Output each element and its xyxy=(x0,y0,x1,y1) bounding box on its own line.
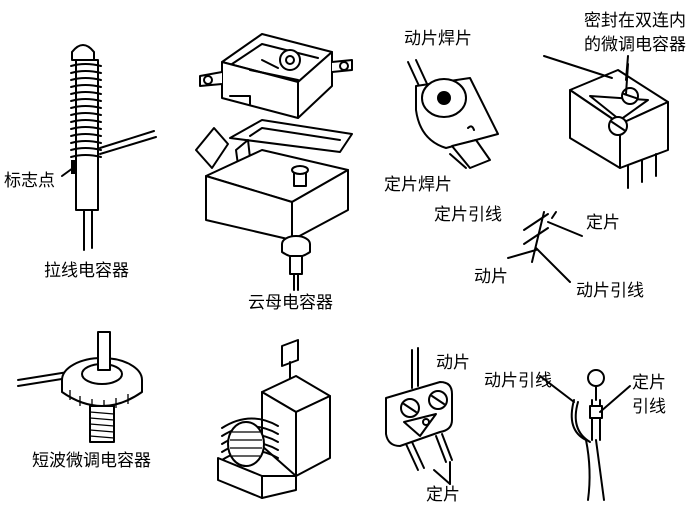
pull-wire-capacitor-drawing xyxy=(61,44,157,251)
sealed-trimmer-drawing xyxy=(569,63,669,189)
label-moving-plate-mid: 动片 xyxy=(474,267,508,287)
label-shortwave-trimmer: 短波微调电容器 xyxy=(32,451,151,471)
label-moving-plate-lead-bottom: 动片引线 xyxy=(484,371,552,391)
label-pull-wire-capacitor: 拉线电容器 xyxy=(44,261,129,281)
label-fixed-plate-lead-top: 定片引线 xyxy=(434,205,502,225)
solder-tab-trimmer-drawing xyxy=(407,59,499,169)
leader-lines xyxy=(433,55,631,485)
shortwave-trimmer-drawing xyxy=(17,331,143,443)
label-fixed-plate-lead-bottom-line2: 引线 xyxy=(632,397,666,417)
ceramic-trimmer-drawing xyxy=(385,347,453,471)
label-moving-plate-lead-mid: 动片引线 xyxy=(576,281,644,301)
label-sealed-trimmer-line2: 的微调电容器 xyxy=(584,35,686,55)
label-mica-capacitor: 云母电容器 xyxy=(248,293,333,313)
twisted-wire-trimmer-drawing xyxy=(570,369,605,501)
label-mark-point: 标志点 xyxy=(4,171,55,191)
small-trimmer-drawing xyxy=(199,33,353,119)
label-fixed-plate-solder: 定片焊片 xyxy=(384,175,452,195)
label-fixed-plate-lead-bottom-line1: 定片 xyxy=(632,373,666,393)
variable-capacitor-symbol xyxy=(507,211,583,283)
air-trimmer-drawing xyxy=(217,339,331,499)
label-fixed-plate-top: 定片 xyxy=(586,213,620,233)
label-sealed-trimmer-line1: 密封在双连内 xyxy=(584,11,686,31)
label-moving-plate-bottom: 动片 xyxy=(436,353,470,373)
mica-capacitor-drawing xyxy=(195,119,353,291)
label-fixed-plate-bottom: 定片 xyxy=(426,485,460,505)
label-moving-plate-solder: 动片焊片 xyxy=(404,29,472,49)
